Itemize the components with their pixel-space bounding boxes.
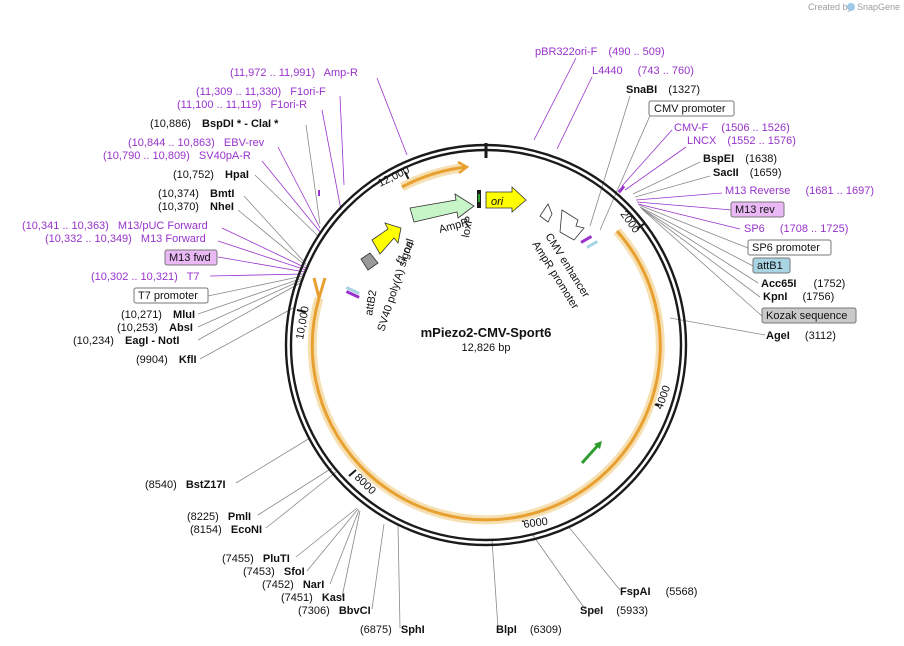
label-sphi: (6875) SphI — [360, 624, 425, 636]
cmv-enhancer-feature — [559, 209, 585, 241]
label-agei: AgeI (3112) — [766, 330, 836, 342]
label-m13-forward: (10,332 .. 10,349) M13 Forward — [45, 233, 206, 245]
credit-brand: SnapGene — [857, 2, 900, 12]
label-pbr322ori-f: pBR322ori-F (490 .. 509) — [535, 46, 665, 58]
label-f1ori-f: (11,309 .. 11,330) F1ori-F — [196, 86, 326, 98]
label-ebv-rev: (10,844 .. 10,863) EBV-rev — [128, 137, 265, 149]
cds-arc — [310, 230, 662, 522]
leader-lines — [197, 57, 766, 629]
label-m13-puc-forward: (10,341 .. 10,363) M13/pUC Forward — [22, 220, 208, 232]
attb2-mark — [345, 286, 360, 295]
label-snabi: SnaBI (1327) — [626, 84, 700, 96]
primer-mark — [617, 185, 626, 194]
label-bmti: (10,374) BmtI — [158, 188, 235, 200]
label-lncx: LNCX (1552 .. 1576) — [687, 135, 796, 147]
label-pmli: (8225) PmlI — [187, 511, 251, 523]
features — [307, 160, 665, 525]
green-feature-arrowhead — [594, 441, 602, 449]
t7-promoter-box — [133, 287, 209, 304]
ampr-promoter-feature — [539, 203, 553, 223]
label-m13-rev: M13 rev — [735, 204, 775, 216]
label-acc65i: Acc65I (1752) — [761, 278, 845, 290]
label-sfoi: (7453) SfoI — [243, 566, 305, 578]
label-bspei: BspEI (1638) — [703, 153, 777, 165]
attb2-label: attB2 — [363, 289, 379, 316]
label-m13-reverse: M13 Reverse (1681 .. 1697) — [725, 185, 874, 197]
sp6-promoter-box — [747, 239, 832, 256]
label-amp-r: (11,972 .. 11,991) Amp-R — [230, 67, 358, 79]
label-kasi: (7451) KasI — [281, 592, 345, 604]
ori-feature — [485, 186, 527, 213]
label-t7-promoter: T7 promoter — [138, 290, 198, 302]
label-cmv-promoter: CMV promoter — [654, 103, 726, 115]
label-m13-fwd: M13 fwd — [169, 252, 211, 264]
attb1-pill — [752, 257, 791, 274]
label-sacii: SacII (1659) — [713, 167, 782, 179]
left-labels: (11,972 .. 11,991) Amp-R (11,309 .. 11,3… — [22, 67, 358, 366]
loxp-inner — [478, 194, 480, 202]
label-blpi: BlpI (6309) — [496, 624, 562, 636]
label-sp6-promoter: SP6 promoter — [752, 242, 820, 254]
attb1-mark — [586, 240, 599, 249]
label-f1ori-r: (11,100 .. 11,119) F1ori-R — [177, 99, 307, 111]
inner-features: ori AmpR loxP f1 ori SV40 poly(A) signal… — [360, 186, 592, 333]
f1ori-feature — [371, 222, 402, 255]
backbone — [284, 143, 688, 547]
label-nhei: (10,370) NheI — [158, 201, 234, 213]
label-kpni: KpnI (1756) — [763, 291, 834, 303]
label-nari: (7452) NarI — [262, 579, 324, 591]
tick-10000: 10,000 — [294, 305, 312, 340]
top-arc-arrowhead — [457, 160, 470, 174]
label-eagi-noti: (10,234) EagI - NotI — [73, 335, 179, 347]
snapgene-logo-icon — [847, 3, 855, 11]
cmv-promoter-box — [648, 100, 735, 117]
label-mlui: (10,271) MluI — [121, 309, 195, 321]
label-kozak: Kozak sequence — [766, 310, 847, 322]
label-spei: SpeI (5933) — [580, 605, 648, 617]
label-absi: (10,253) AbsI — [117, 322, 193, 334]
m13-fwd-pill — [164, 249, 218, 266]
tick-6000: 6000 — [523, 516, 549, 531]
loxp-label: loxP — [460, 215, 476, 238]
bottom-labels: (8540) BstZ17I (8225) PmlI (8154) EcoNI … — [145, 479, 697, 636]
label-bspdi-clai: (10,886) BspDI * - ClaI * — [150, 118, 279, 130]
right-labels: pBR322ori-F (490 .. 509) L4440 (743 .. 7… — [535, 46, 874, 342]
label-econi: (8154) EcoNI — [190, 524, 262, 536]
label-t7: (10,302 .. 10,321) T7 — [91, 271, 200, 283]
kozak-pill — [761, 307, 857, 324]
m13-rev-pill — [730, 201, 785, 218]
label-hpai: (10,752) HpaI — [173, 169, 249, 181]
ebv-mark — [318, 190, 320, 196]
plasmid-name: mPiezo2-CMV-Sport6 — [421, 325, 552, 340]
label-l4440: L4440 (743 .. 760) — [592, 65, 694, 77]
ori-label: ori — [491, 196, 504, 208]
label-cmv-f: CMV-F (1506 .. 1526) — [674, 122, 790, 134]
cds-arrowhead — [312, 277, 327, 304]
plasmid-length: 12,826 bp — [462, 342, 511, 354]
label-sp6: SP6 (1708 .. 1725) — [744, 223, 848, 235]
m13-fwd-mark — [345, 290, 360, 299]
label-bstz17i: (8540) BstZ17I — [145, 479, 226, 491]
label-sv40pa-r: (10,790 .. 10,809) SV40pA-R — [103, 150, 251, 162]
label-attb1: attB1 — [757, 260, 783, 272]
label-fspai: FspAI (5568) — [620, 586, 697, 598]
label-bbvci: (7306) BbvCI — [298, 605, 371, 617]
top-arc — [401, 165, 467, 189]
m13-rev-mark — [580, 235, 593, 244]
label-kfli: (9904) KflI — [136, 354, 197, 366]
label-pluti: (7455) PluTI — [222, 553, 290, 565]
sv40-feature — [360, 252, 379, 271]
ampr-feature — [409, 193, 475, 223]
credit-prefix: Created by — [808, 2, 853, 12]
